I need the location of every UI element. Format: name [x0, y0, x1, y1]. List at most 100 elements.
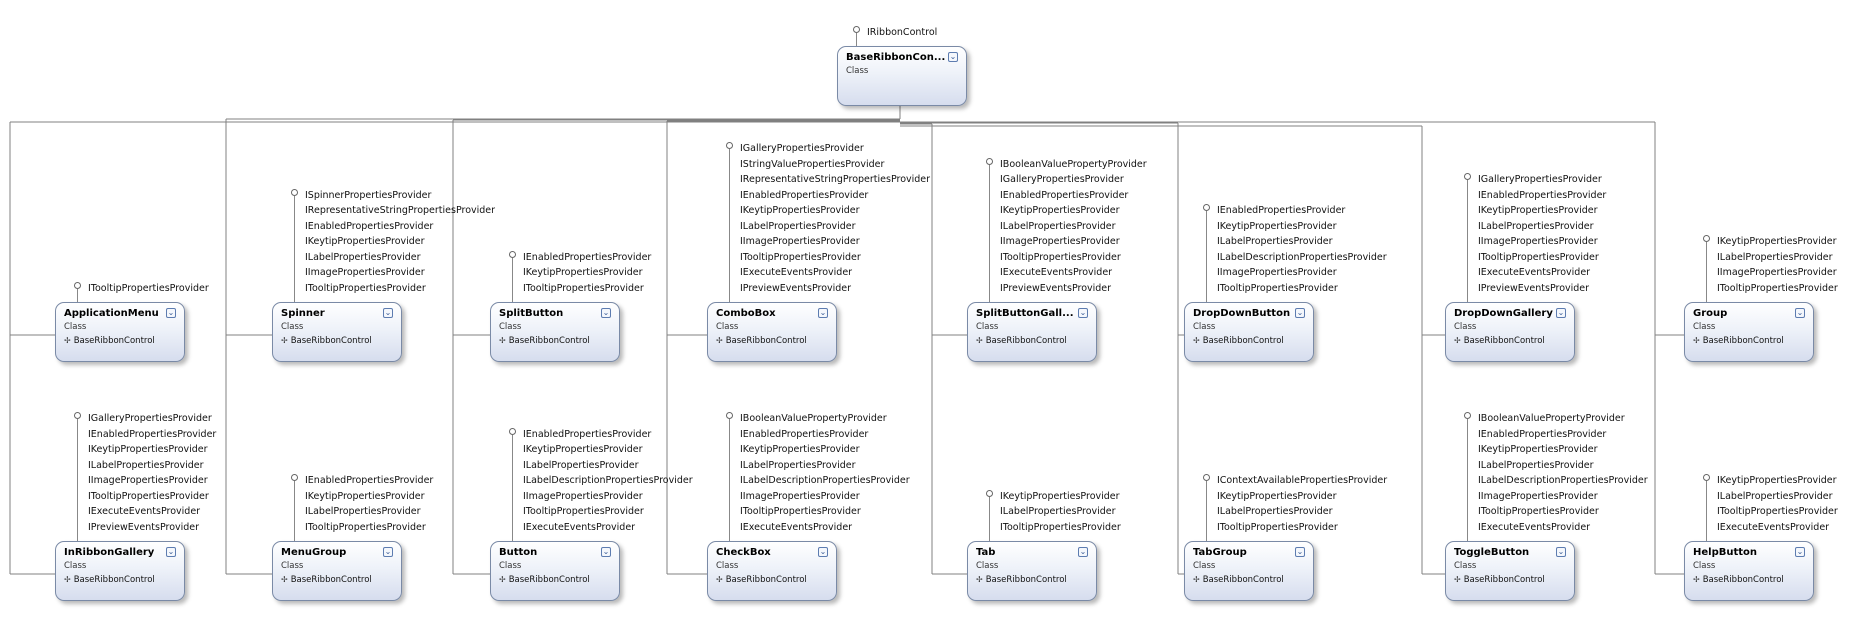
interface-name: IPreviewEventsProvider [1000, 282, 1112, 294]
interface-connector [729, 419, 730, 541]
class-name: DropDownGallery [1454, 308, 1553, 319]
base-class-name: BaseRibbonControl [73, 575, 155, 585]
interface-name: IKeytipPropertiesProvider [1000, 490, 1120, 502]
interface-lollipop-icon [291, 474, 298, 481]
base-class-row: ✢BaseRibbonControl [1193, 336, 1284, 346]
chevron-double-down-icon[interactable]: ⌄ [166, 308, 176, 318]
interface-name: IKeytipPropertiesProvider [1000, 205, 1120, 216]
inheritance-arrow-icon: ✢ [716, 336, 723, 345]
interface-lollipop-icon [74, 281, 81, 289]
class-kind: Class [1454, 561, 1477, 571]
chevron-double-down-icon[interactable]: ⌄ [1795, 547, 1805, 557]
class-name: HelpButton [1693, 547, 1758, 558]
interface-name: ISpinnerPropertiesProvider [305, 189, 432, 201]
interface-name: IEnabledPropertiesProvider [740, 428, 869, 440]
interface-connector [989, 164, 990, 302]
interface-name: IBooleanValuePropertyProvider [1000, 158, 1147, 170]
base-class-name: BaseRibbonControl [985, 575, 1067, 585]
interface-name: IKeytipPropertiesProvider [1717, 475, 1837, 486]
chevron-double-down-icon[interactable]: ⌄ [601, 308, 611, 318]
interface-name: ILabelPropertiesProvider [1217, 506, 1333, 517]
class-kind: Class [1193, 561, 1216, 571]
interface-lollipop-icon [853, 25, 860, 33]
interface-name: ITooltipPropertiesProvider [740, 506, 861, 517]
interface-name: ILabelPropertiesProvider [740, 459, 856, 471]
interface-connector [1467, 419, 1468, 541]
class-kind: Class [716, 561, 739, 571]
interface-name: IGalleryPropertiesProvider [1000, 174, 1124, 185]
interface-name: IGalleryPropertiesProvider [1478, 174, 1602, 185]
interface-name: ITooltipPropertiesProvider [88, 282, 209, 294]
interface-connector [1706, 481, 1707, 541]
chevron-double-down-icon[interactable]: ⌄ [1295, 547, 1305, 557]
inheritance-arrow-icon: ✢ [1193, 336, 1200, 345]
chevron-double-down-icon[interactable]: ⌄ [1556, 547, 1566, 557]
class-name: SplitButton [499, 308, 564, 319]
interface-connector [1206, 211, 1207, 302]
class-box-splitbuttongall[interactable]: SplitButtonGall...Class⌄✢BaseRibbonContr… [967, 302, 1097, 362]
chevron-double-down-icon[interactable]: ⌄ [1556, 308, 1566, 318]
interface-name: IKeytipPropertiesProvider [740, 205, 860, 216]
interface-name: ILabelPropertiesProvider [1000, 220, 1116, 232]
class-name: Spinner [281, 308, 325, 319]
interface-name: ILabelPropertiesProvider [1478, 220, 1594, 232]
class-box-base-ribbon-control[interactable]: BaseRibbonCon...Class⌄ [837, 46, 967, 106]
chevron-double-down-icon[interactable]: ⌄ [1295, 308, 1305, 318]
interface-name: IEnabledPropertiesProvider [305, 220, 434, 232]
interface-name: IExecuteEventsProvider [1478, 267, 1591, 278]
chevron-double-down-icon[interactable]: ⌄ [383, 308, 393, 318]
base-class-row: ✢BaseRibbonControl [1693, 336, 1784, 346]
interface-name: ILabelDescriptionPropertiesProvider [1478, 475, 1648, 486]
chevron-double-down-icon[interactable]: ⌄ [601, 547, 611, 557]
class-kind: Class [64, 561, 87, 571]
interface-name: IKeytipPropertiesProvider [1217, 490, 1337, 502]
chevron-double-down-icon[interactable]: ⌄ [818, 308, 828, 318]
chevron-double-down-icon[interactable]: ⌄ [1078, 547, 1088, 557]
interface-lollipop-icon [726, 142, 733, 149]
chevron-double-down-icon[interactable]: ⌄ [948, 52, 958, 62]
interface-name: IEnabledPropertiesProvider [1217, 205, 1346, 216]
base-class-row: ✢BaseRibbonControl [976, 575, 1067, 585]
class-kind: Class [976, 561, 999, 571]
chevron-double-down-icon[interactable]: ⌄ [1078, 308, 1088, 318]
chevron-double-down-icon[interactable]: ⌄ [1795, 308, 1805, 318]
class-kind: Class [499, 561, 522, 571]
interface-name: ITooltipPropertiesProvider [1217, 521, 1338, 533]
interface-lollipop-icon [986, 157, 993, 165]
interface-name: ITooltipPropertiesProvider [305, 521, 426, 533]
interface-connector [989, 496, 990, 541]
interface-name: IExecuteEventsProvider [1717, 521, 1830, 533]
class-name: ComboBox [716, 308, 776, 319]
interface-name: ITooltipPropertiesProvider [523, 282, 644, 294]
interface-name: IExecuteEventsProvider [1478, 521, 1591, 533]
base-class-row: ✢BaseRibbonControl [64, 336, 155, 346]
chevron-double-down-icon[interactable]: ⌄ [818, 547, 828, 557]
chevron-double-down-icon[interactable]: ⌄ [166, 547, 176, 557]
base-class-name: BaseRibbonControl [1702, 575, 1784, 585]
class-name: ToggleButton [1454, 547, 1530, 558]
chevron-double-down-icon[interactable]: ⌄ [383, 547, 393, 557]
base-class-row: ✢BaseRibbonControl [1193, 575, 1284, 585]
interface-name: IImagePropertiesProvider [1478, 490, 1598, 502]
base-class-row: ✢BaseRibbonControl [1454, 575, 1545, 585]
interface-name: IImagePropertiesProvider [740, 236, 860, 247]
interface-name: ITooltipPropertiesProvider [1000, 251, 1121, 263]
interface-name: ITooltipPropertiesProvider [305, 282, 426, 294]
interface-connector [1467, 180, 1468, 302]
base-class-row: ✢BaseRibbonControl [716, 336, 807, 346]
